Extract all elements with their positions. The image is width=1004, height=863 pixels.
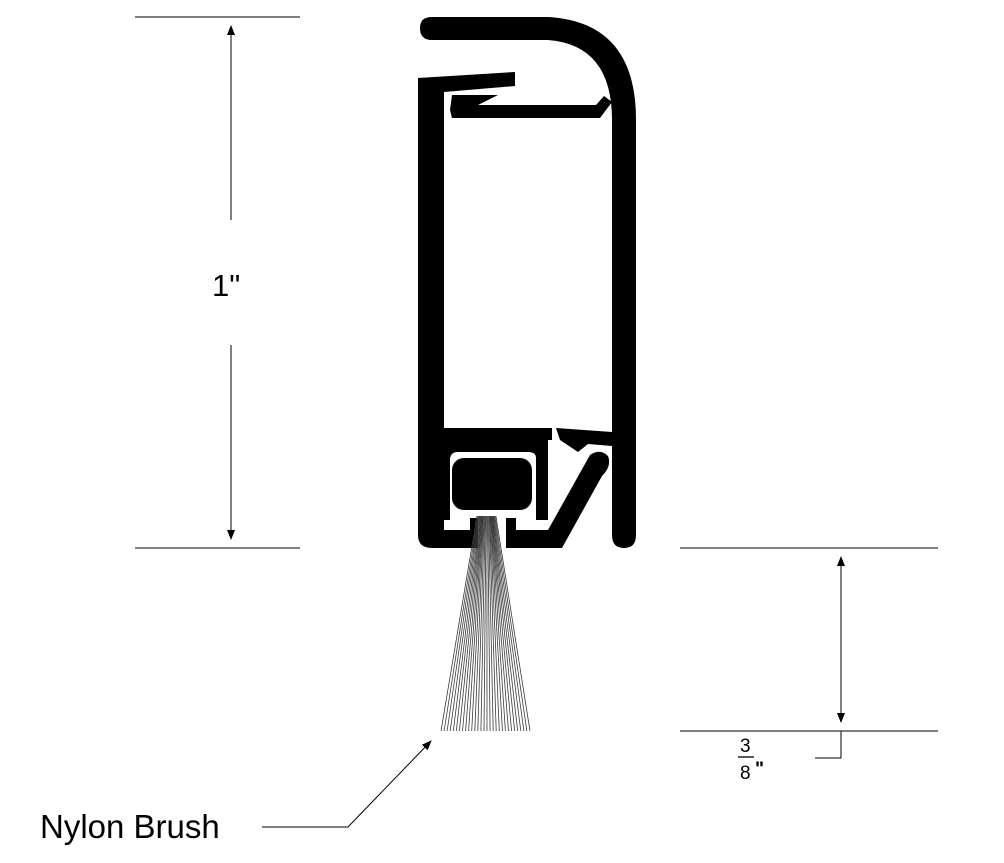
- brush-retainer-insert: [452, 458, 532, 510]
- extrusion-brush-channel: [444, 440, 548, 520]
- bristle-strand: [492, 515, 519, 732]
- gap-fraction-numerator: 3: [740, 736, 751, 757]
- extrusion-top-cap: [420, 17, 636, 135]
- extrusion-lower-shelf: [444, 428, 552, 440]
- bristle-strand: [471, 515, 484, 732]
- bristle-strand: [490, 515, 503, 732]
- bristle-strand: [459, 515, 482, 732]
- bristle-strand: [449, 515, 480, 732]
- height-dimension-label: 1": [212, 268, 240, 303]
- bristle-strand: [465, 515, 483, 732]
- bristle-strand: [455, 515, 482, 732]
- bristle-strand: [488, 515, 497, 732]
- bristle-strand: [489, 515, 500, 732]
- gap-fraction-denominator: 8: [740, 763, 751, 784]
- extrusion-left-wall: [418, 72, 515, 548]
- callout-leader-line: [262, 740, 432, 828]
- bristle-strand: [492, 515, 516, 732]
- bristle-strand: [491, 515, 509, 732]
- bristle-strand: [483, 515, 487, 732]
- bristle-strand: [493, 515, 525, 732]
- bristle-strand: [487, 515, 491, 732]
- extrusion-diagonal-leg: [540, 451, 610, 548]
- aluminum-extrusion-profile: [418, 17, 636, 548]
- bristle-strand: [480, 515, 486, 732]
- dimension-lines: [135, 16, 938, 828]
- bristle-strand: [440, 515, 478, 732]
- bristle-strand: [494, 515, 528, 732]
- extrusion-bottom-left-foot: [430, 518, 478, 548]
- nylon-brush-callout-label: Nylon Brush: [40, 808, 220, 845]
- gap-leader-line: [815, 731, 842, 759]
- extrusion-right-wall: [612, 120, 636, 548]
- bristle-strand: [495, 515, 531, 732]
- extrusion-upper-hook: [450, 95, 612, 118]
- bristle-strand: [474, 515, 485, 732]
- bristle-strand: [452, 515, 481, 732]
- bristle-strand: [446, 515, 480, 732]
- extrusion-lower-hook: [556, 428, 612, 452]
- bristle-strand: [488, 515, 494, 732]
- bristle-strand: [462, 515, 483, 732]
- bristle-strand: [443, 515, 479, 732]
- bristle-strand: [477, 515, 485, 732]
- bristle-strand: [490, 515, 506, 732]
- bristle-strand: [468, 515, 483, 732]
- bristle-strand: [493, 515, 522, 732]
- nylon-brush-bristles: [440, 515, 531, 732]
- bristle-strand: [491, 515, 512, 732]
- gap-fraction-unit: ": [755, 759, 764, 780]
